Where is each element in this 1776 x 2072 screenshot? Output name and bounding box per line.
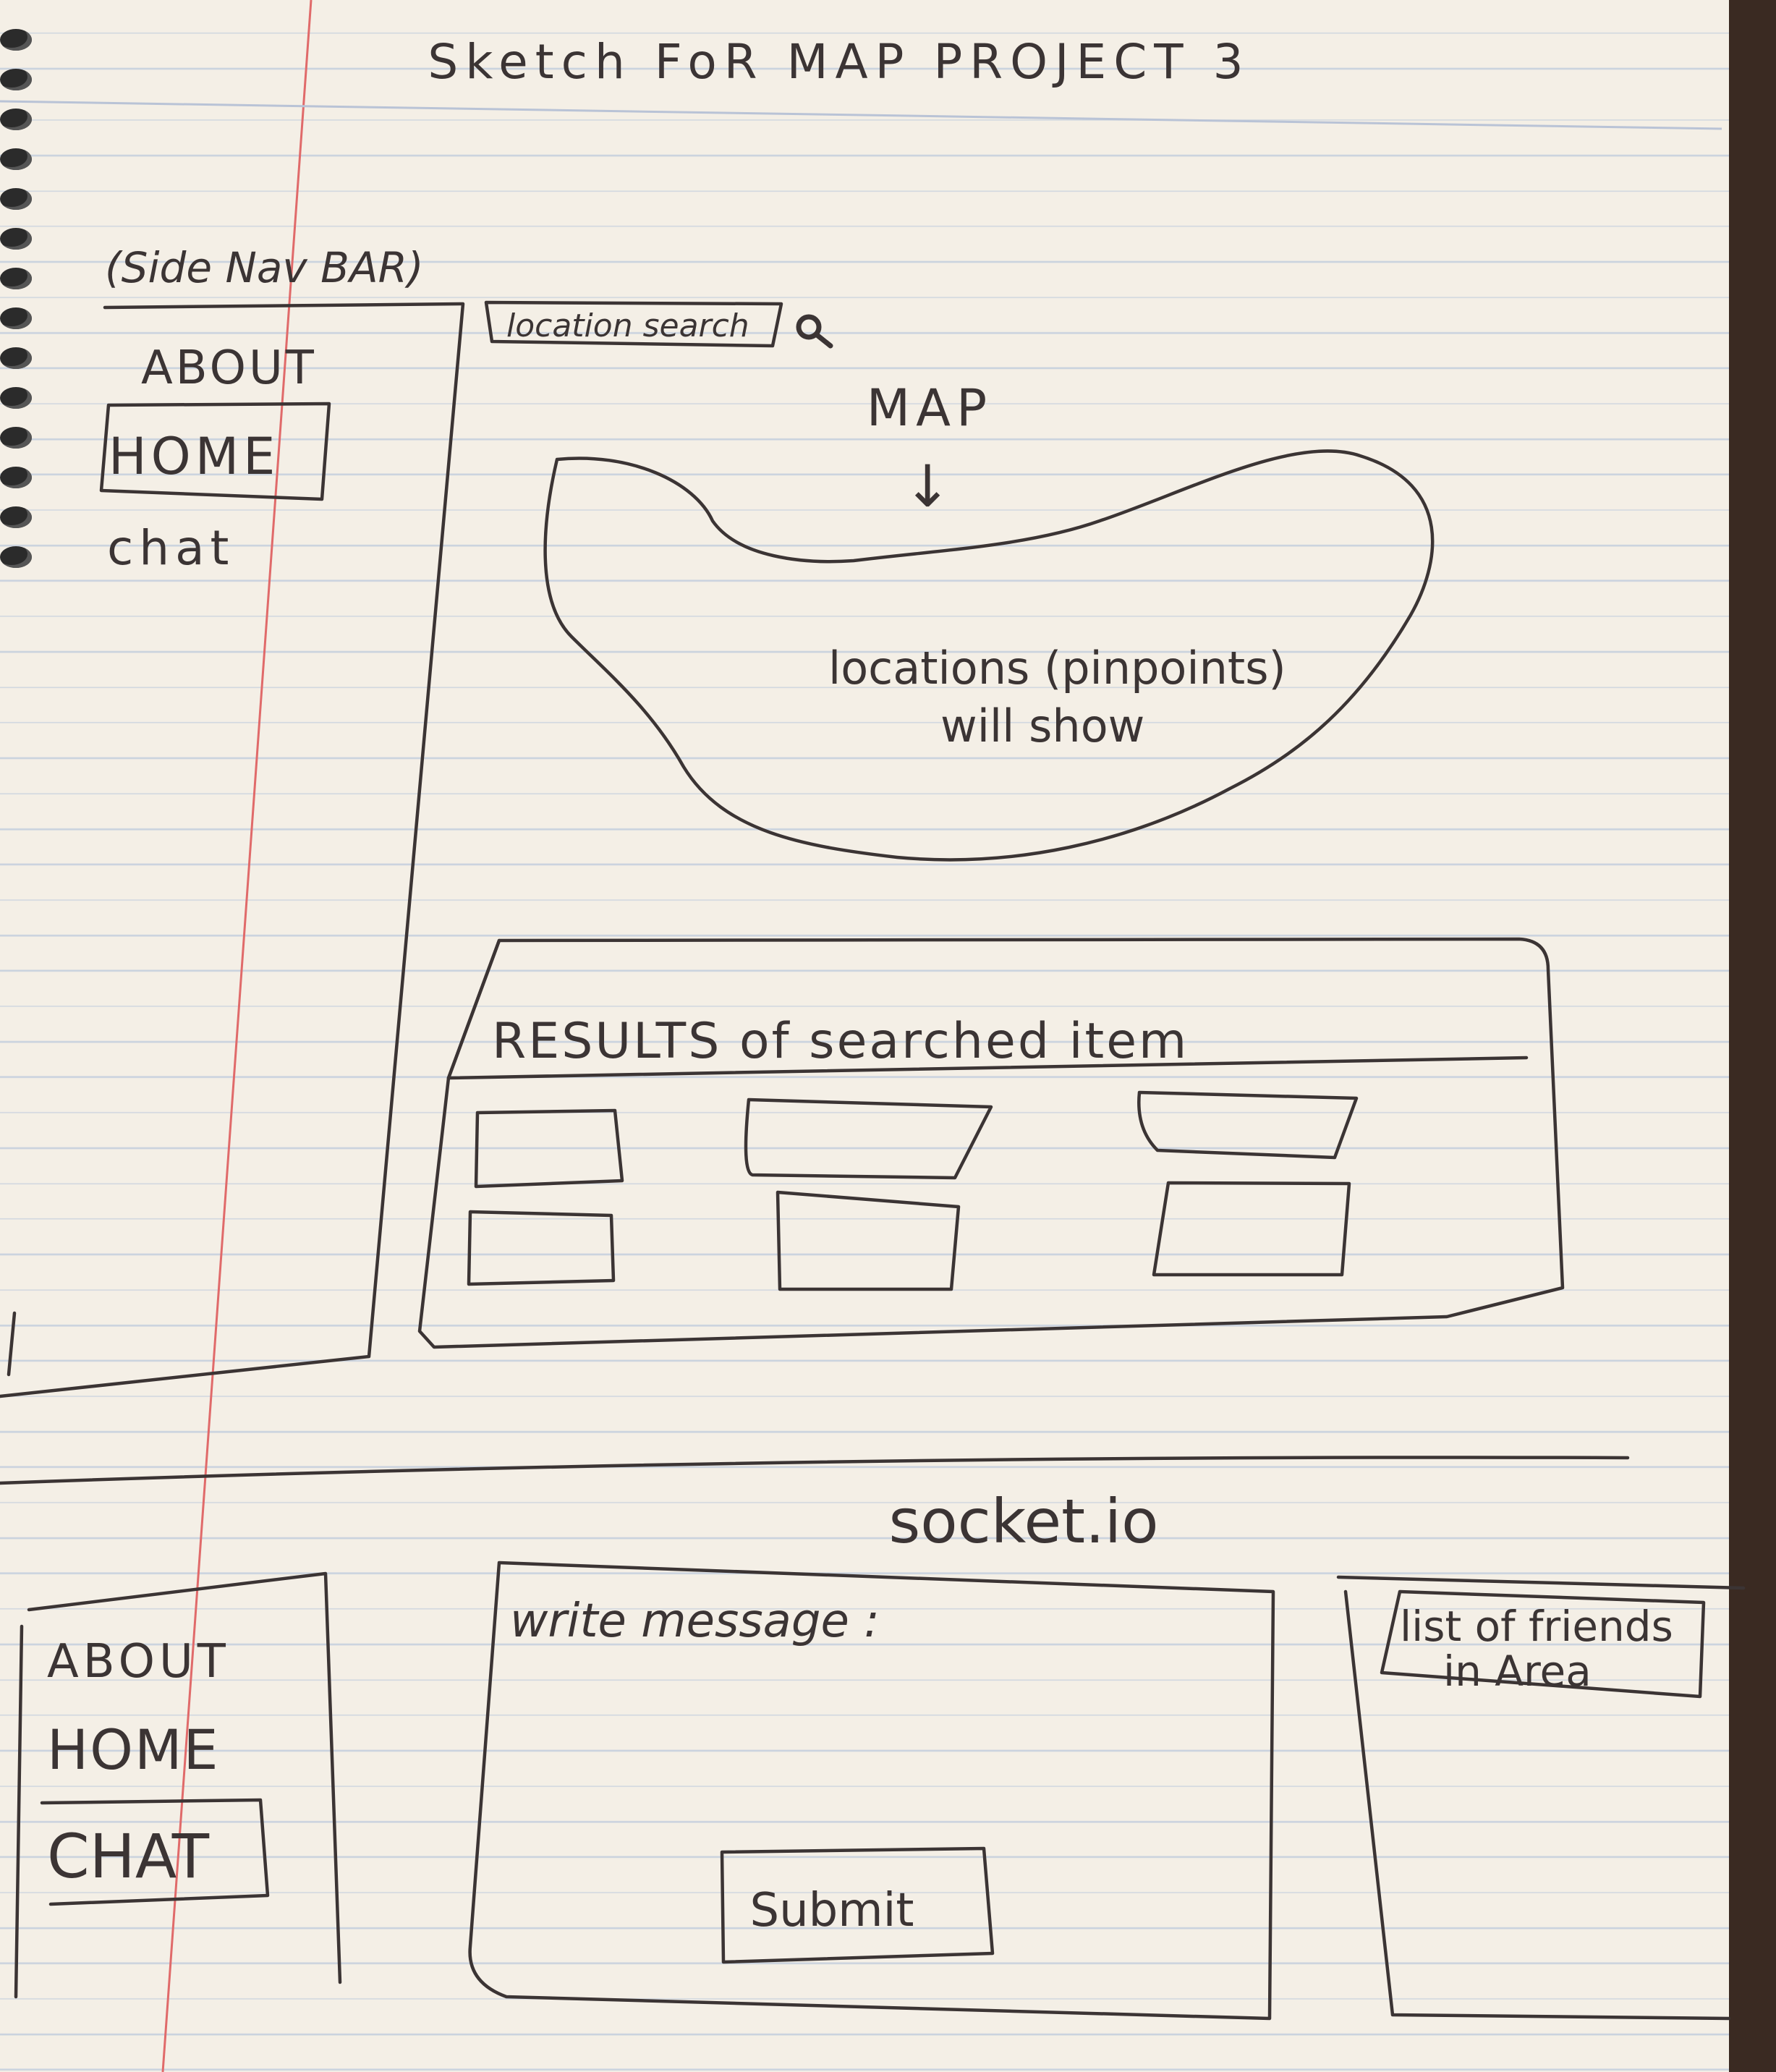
- result-card[interactable]: [467, 1210, 616, 1286]
- chat-nav-item-about[interactable]: ABOUT: [47, 1635, 230, 1689]
- chat-nav-active-highlight: [40, 1798, 270, 1906]
- results-panel: [417, 937, 1565, 1349]
- submit-button[interactable]: [720, 1846, 995, 1964]
- nav-item-home[interactable]: HOME: [109, 427, 279, 486]
- location-search-input[interactable]: [484, 300, 783, 348]
- nav-item-chat[interactable]: chat: [107, 520, 234, 576]
- map-area[interactable]: [543, 449, 1435, 862]
- result-card[interactable]: [744, 1097, 993, 1180]
- map-label: MAP: [867, 378, 993, 438]
- location-search-placeholder: location search: [506, 307, 749, 344]
- map-text-line2: will show: [940, 700, 1144, 752]
- nav-item-about[interactable]: ABOUT: [141, 341, 317, 395]
- friends-list-header[interactable]: [1380, 1589, 1706, 1699]
- message-label: write message :: [510, 1595, 880, 1648]
- submit-button-label: Submit: [749, 1884, 914, 1937]
- nav-home-highlight: [99, 402, 331, 501]
- magnifier-icon[interactable]: [796, 314, 833, 349]
- sketch-title: Sketch FoR MAP PROJECT 3: [428, 34, 1250, 90]
- map-text-line1: locations (pinpoints): [828, 642, 1286, 695]
- result-card[interactable]: [1152, 1181, 1351, 1277]
- sidebar-caption: (Side Nav BAR): [105, 243, 424, 292]
- chat-nav-item-home[interactable]: HOME: [47, 1718, 220, 1782]
- friends-list-label-line1: list of friends: [1400, 1602, 1673, 1651]
- side-nav-frame: [0, 302, 465, 1398]
- result-card[interactable]: [776, 1190, 961, 1291]
- message-box[interactable]: [468, 1561, 1275, 2021]
- friends-list-label-line2: in Area: [1443, 1647, 1592, 1696]
- result-card[interactable]: [474, 1108, 624, 1189]
- map-arrow-icon: ↓: [903, 453, 951, 520]
- section-divider: [0, 1456, 1630, 1485]
- socket-io-title: socket.io: [888, 1486, 1158, 1557]
- friends-list-panel: [1336, 1575, 1746, 1590]
- result-card[interactable]: [1137, 1090, 1359, 1160]
- results-title: RESULTS of searched item: [492, 1013, 1189, 1070]
- chat-side-nav-frame: [27, 1571, 342, 1984]
- chat-nav-item-chat[interactable]: CHAT: [47, 1821, 210, 1892]
